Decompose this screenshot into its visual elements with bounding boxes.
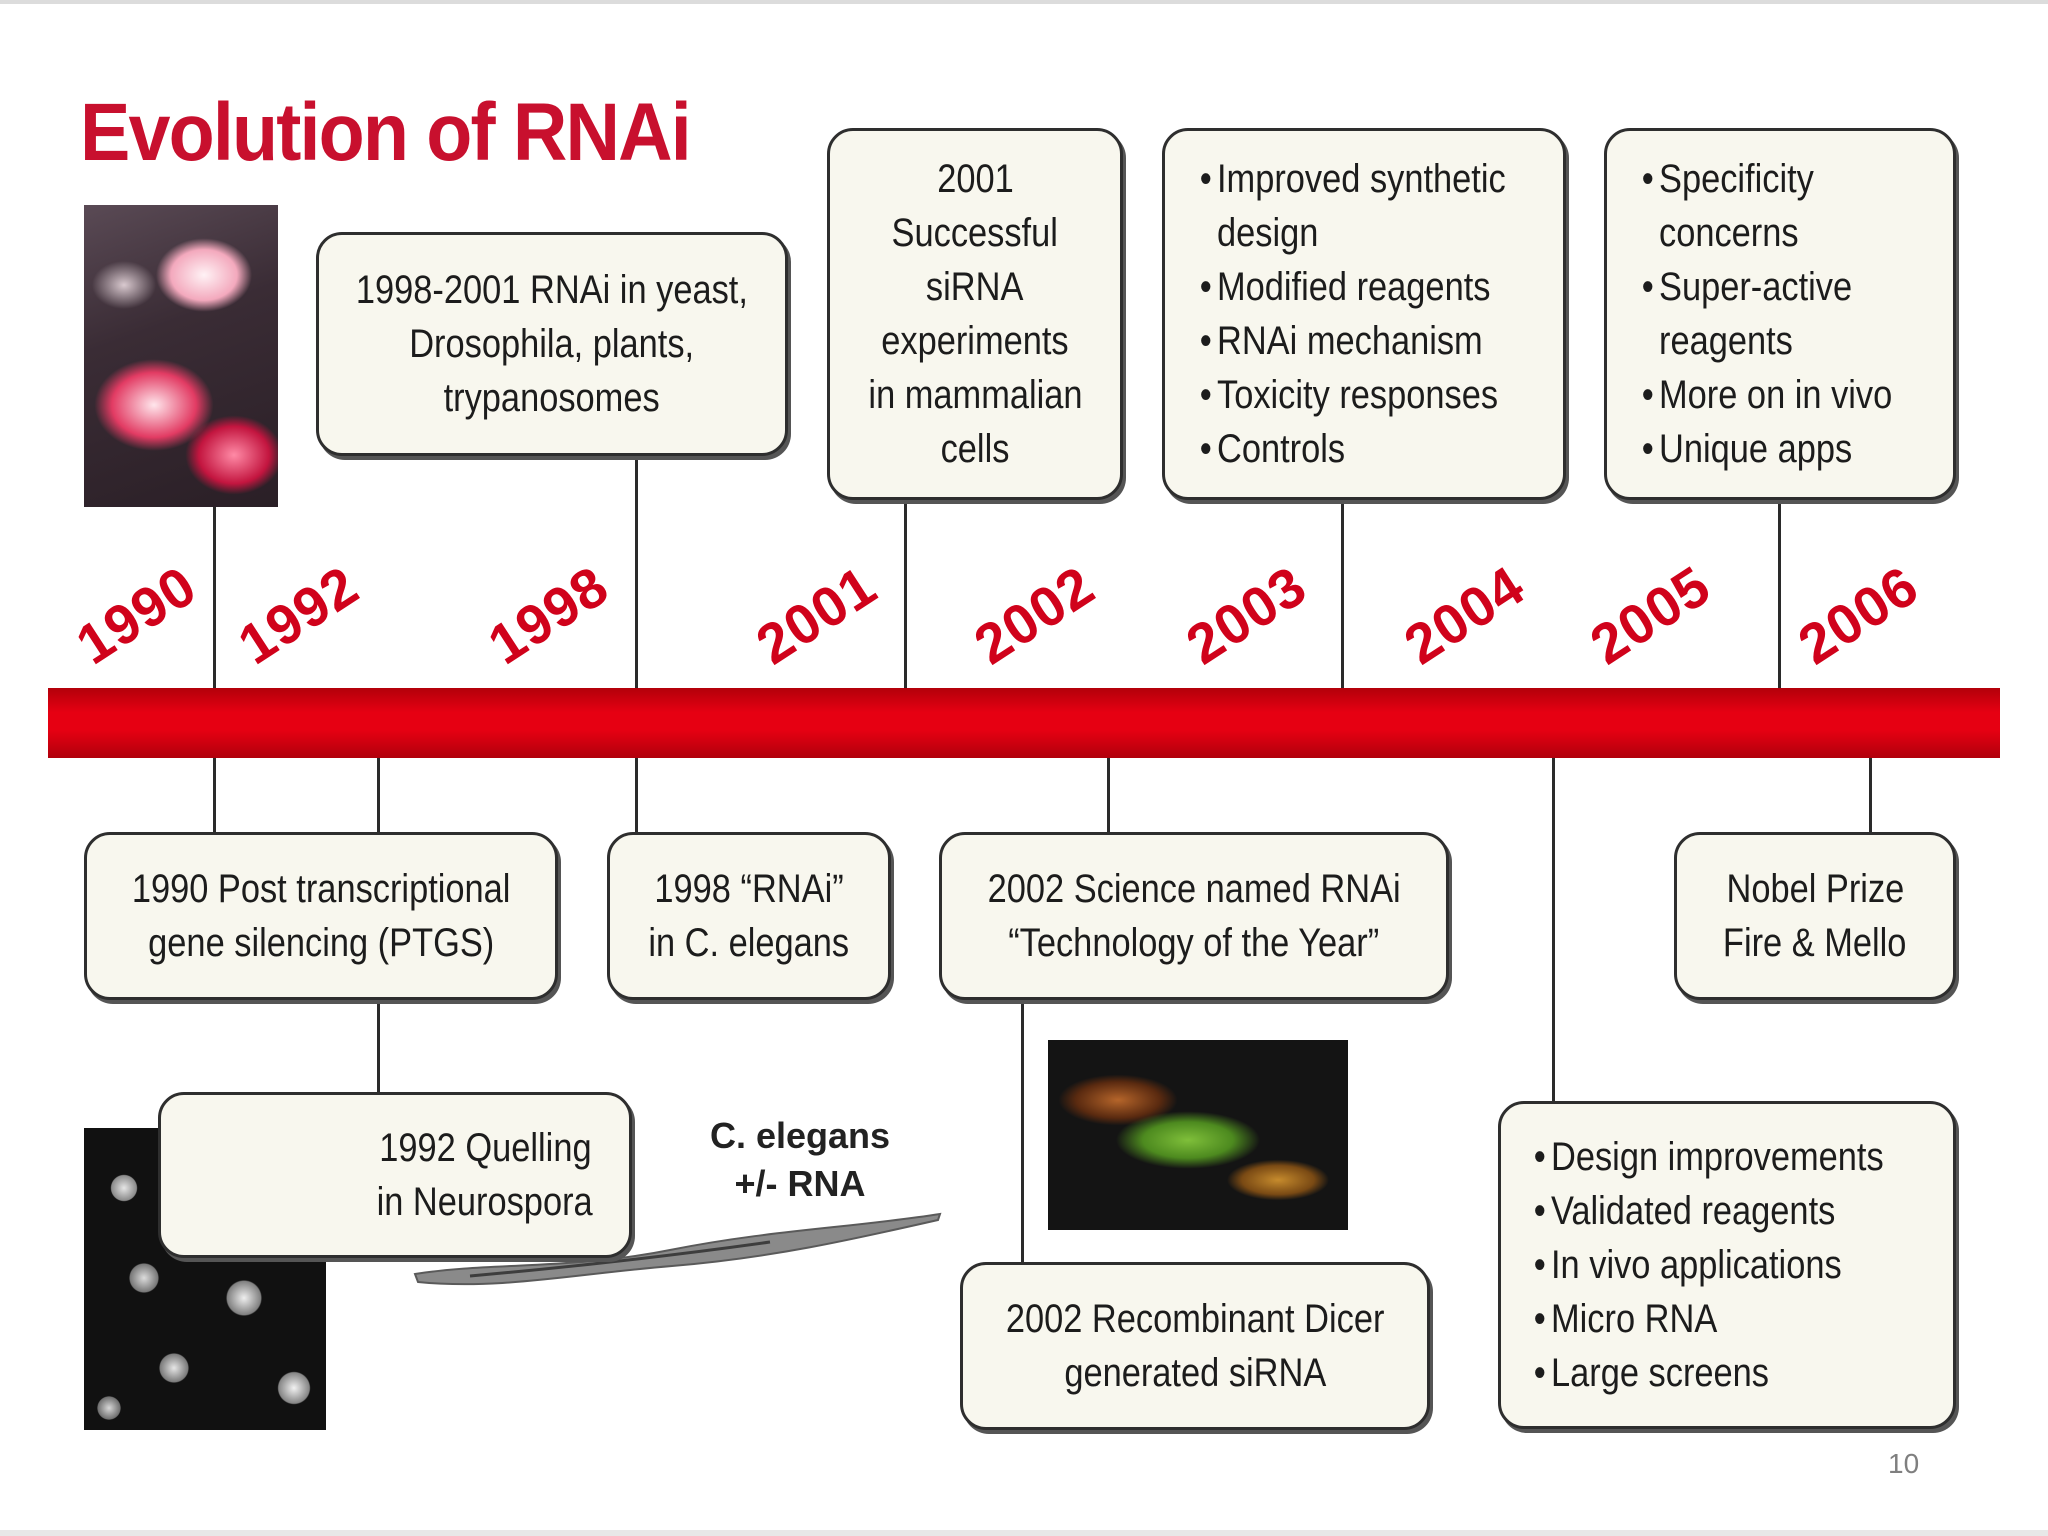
list-item: RNAi mechanism [1200,314,1515,368]
year-label: 1998 [477,553,620,677]
box-text: 1998-2001 RNAi in yeast, [355,268,748,312]
c-elegans-worm-image [413,1212,942,1286]
list-item: Validated reagents [1534,1184,1897,1238]
box-1992-quelling: 1992 Quelling in Neurospora [158,1092,632,1258]
year-label: 1992 [227,553,370,677]
flower-photo [84,205,278,507]
box-2006-top: Specificity concerns Super-active reagen… [1604,128,1956,500]
box-text: 1998 “RNAi” [654,867,844,911]
connector-science-dicer [1021,1000,1024,1262]
box-2003: Improved synthetic design Modified reage… [1162,128,1566,500]
slide-number: 10 [1888,1448,1920,1479]
box-2001: 2001 Successful siRNA experiments in mam… [827,128,1123,500]
connector-1990 [213,507,216,689]
connector-1998-bottom [635,757,638,832]
box-2002-dicer: 2002 Recombinant Dicer generated siRNA [960,1262,1430,1430]
box-text: in mammalian [867,373,1083,417]
box-text: gene silencing (PTGS) [147,921,495,965]
box-text: cells [940,427,1010,471]
list-item-continued: concerns [1659,206,1912,260]
box-text: in Neurospora [376,1180,594,1224]
year-label: 2002 [963,553,1106,677]
box-1990-ptgs: 1990 Post transcriptional gene silencing… [84,832,558,1000]
box-text: 2002 Recombinant Dicer [1005,1297,1385,1341]
list-item: Unique apps [1642,422,1912,476]
box-nobel-prize: Nobel Prize Fire & Mello [1674,832,1956,1000]
timeline-bar [48,688,2000,758]
worm-label-line: +/- RNA [734,1163,866,1204]
list-item: Modified reagents [1200,260,1515,314]
box-text: “Technology of the Year” [1008,921,1380,965]
list-item-continued: reagents [1659,314,1912,368]
box-text: Fire & Mello [1723,921,1907,965]
year-label: 1990 [65,553,208,677]
connector-2004-bottom [1552,757,1555,1101]
box-text: siRNA [926,265,1024,309]
box-2002-science: 2002 Science named RNAi “Technology of t… [939,832,1449,1000]
list-item-text: design [1217,211,1319,255]
box-text: Successful [891,211,1059,255]
list-item: Specificity [1642,152,1912,206]
connector-1998-top [635,456,638,689]
list-item: More on in vivo [1642,368,1912,422]
list-item: Super-active [1642,260,1912,314]
list-item: In vivo applications [1534,1238,1897,1292]
connector-2001-top [904,500,907,689]
list-item: Controls [1200,422,1515,476]
connector-ptgs-quelling [377,1000,380,1092]
box-text: 2001 [936,157,1014,201]
list-item: Improved synthetic [1200,152,1515,206]
box-text: Nobel Prize [1726,867,1904,911]
box-text: 1990 Post transcriptional [131,867,511,911]
list-item: Large screens [1534,1346,1897,1400]
year-label: 2006 [1787,553,1930,677]
list-item-continued: design [1217,206,1515,260]
year-label: 2001 [745,553,888,677]
box-text: Drosophila, plants, [409,322,695,366]
bullet-list: Design improvements Validated reagents I… [1529,1130,1953,1400]
worm-label-line: C. elegans [709,1115,891,1156]
list-item: Design improvements [1534,1130,1897,1184]
bottom-border [0,1530,2048,1536]
list-item-text: reagents [1659,319,1793,363]
box-1998-rnai: 1998 “RNAi” in C. elegans [607,832,891,1000]
connector-2006-top [1778,500,1781,689]
box-1998-2001: 1998-2001 RNAi in yeast, Drosophila, pla… [316,232,788,456]
connector-2002-bottom [1107,757,1110,832]
top-border [0,0,2048,4]
box-text: generated siRNA [1064,1351,1326,1395]
year-label: 2004 [1393,553,1536,677]
connector-1992-bottom [377,757,380,832]
year-label: 2005 [1579,553,1722,677]
list-item-text: concerns [1659,211,1799,255]
connector-1990-bottom [213,757,216,832]
box-text: experiments [881,319,1069,363]
slide-title: Evolution of RNAi [80,87,692,178]
box-text: trypanosomes [443,376,661,420]
bullet-list: Specificity concerns Super-active reagen… [1637,152,1953,476]
connector-2003-top [1341,500,1344,689]
box-text: in C. elegans [648,921,850,965]
worm-label: C. elegans +/- RNA [690,1112,910,1208]
box-2004-bottom: Design improvements Validated reagents I… [1498,1101,1956,1429]
box-text: 2002 Science named RNAi [987,867,1401,911]
bullet-list: Improved synthetic design Modified reage… [1195,152,1563,476]
box-text: 1992 Quelling [378,1126,592,1170]
year-label: 2003 [1175,553,1318,677]
mammalian-cells-photo [1048,1040,1348,1230]
list-item: Micro RNA [1534,1292,1897,1346]
list-item: Toxicity responses [1200,368,1515,422]
connector-2006-bottom [1869,757,1872,832]
